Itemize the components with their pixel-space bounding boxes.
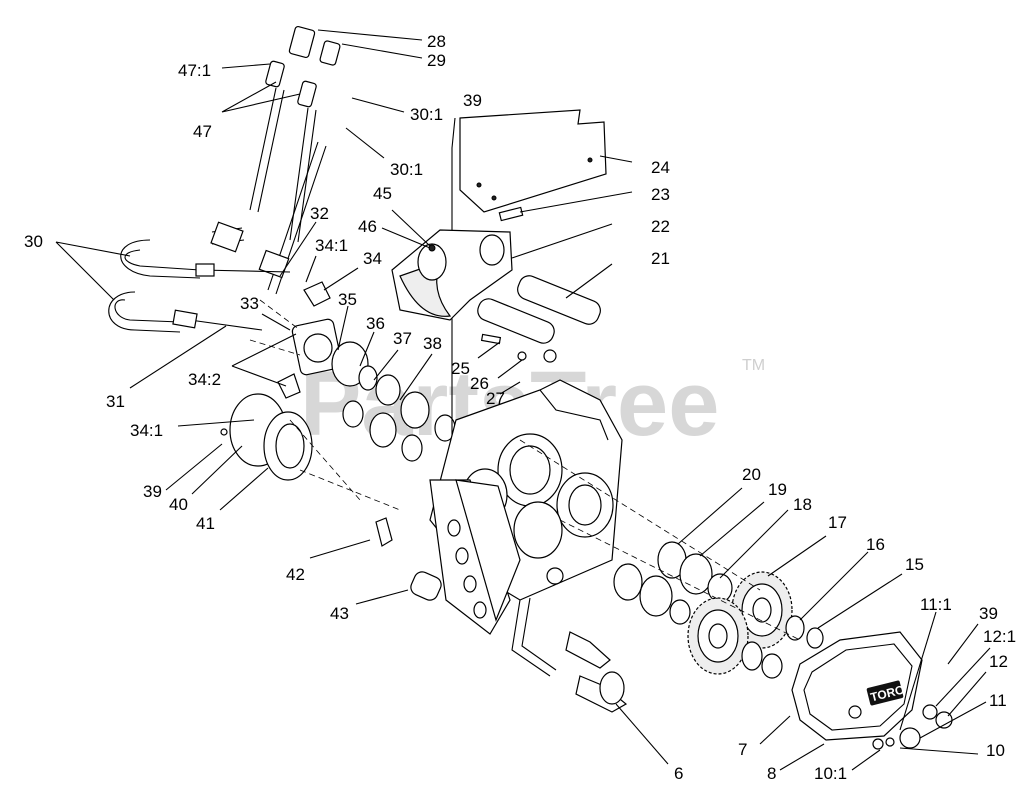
gearbox-cover: TORO <box>791 631 953 750</box>
callout-47: 47 <box>193 122 212 141</box>
leader-lines <box>55 29 991 771</box>
callout-10-1: 10:1 <box>814 764 847 783</box>
callout-11-1: 11:1 <box>920 595 952 614</box>
callout-38: 38 <box>423 334 442 353</box>
hydraulic-motor <box>249 281 343 399</box>
callout-42: 42 <box>286 565 305 584</box>
callout-29: 29 <box>427 51 446 70</box>
callout-43: 43 <box>330 604 349 623</box>
callout-36: 36 <box>366 314 385 333</box>
callout-40: 40 <box>169 495 188 514</box>
pins-and-handles <box>375 517 628 713</box>
gears-and-bearings-right <box>519 439 824 679</box>
callout-45: 45 <box>373 184 392 203</box>
callout-30-1-lower: 30:1 <box>390 160 423 179</box>
callout-31: 31 <box>106 392 125 411</box>
lift-arm-bracket <box>391 109 607 530</box>
callout-25: 25 <box>451 359 470 378</box>
callout-34-2: 34:2 <box>188 370 221 389</box>
callout-11: 11 <box>989 691 1007 710</box>
callout-35: 35 <box>338 290 357 309</box>
callout-34-1-top: 34:1 <box>315 236 348 255</box>
seals-and-bearings-left <box>331 341 456 462</box>
callout-33: 33 <box>240 294 259 313</box>
callout-7: 7 <box>738 740 747 759</box>
callout-15: 15 <box>905 555 924 574</box>
callout-21: 21 <box>651 249 670 268</box>
callout-41: 41 <box>196 514 215 533</box>
callout-30: 30 <box>24 232 43 251</box>
callout-8: 8 <box>767 764 776 783</box>
callout-28: 28 <box>427 32 446 51</box>
callout-22: 22 <box>651 217 670 236</box>
callout-23: 23 <box>651 185 670 204</box>
callout-labels: 28 29 47:1 47 30:1 30:1 39 24 23 45 46 2… <box>24 32 1016 783</box>
callout-30-1-top: 30:1 <box>410 105 443 124</box>
callout-39-left: 39 <box>143 482 162 501</box>
callout-26: 26 <box>470 374 489 393</box>
callout-24: 24 <box>651 158 670 177</box>
callout-19: 19 <box>768 480 787 499</box>
callout-34: 34 <box>363 249 382 268</box>
cover-plate-and-gasket <box>220 393 401 511</box>
callout-10: 10 <box>986 741 1005 760</box>
callout-18: 18 <box>793 495 812 514</box>
callout-17: 17 <box>828 513 847 532</box>
callout-27: 27 <box>486 389 505 408</box>
callout-20: 20 <box>742 465 761 484</box>
callout-37: 37 <box>393 329 412 348</box>
callout-12-1: 12:1 <box>983 627 1016 646</box>
callout-39-right: 39 <box>979 604 998 623</box>
watermark-trademark: TM <box>742 357 765 374</box>
callout-39-top: 39 <box>463 91 482 110</box>
callout-12: 12 <box>989 652 1008 671</box>
hydraulic-hose-assembly <box>108 25 341 333</box>
callout-47-1: 47:1 <box>178 61 211 80</box>
callout-46: 46 <box>358 217 377 236</box>
callout-34-1-lower: 34:1 <box>130 421 163 440</box>
callout-16: 16 <box>866 535 885 554</box>
callout-32: 32 <box>310 204 329 223</box>
callout-6: 6 <box>674 764 683 783</box>
